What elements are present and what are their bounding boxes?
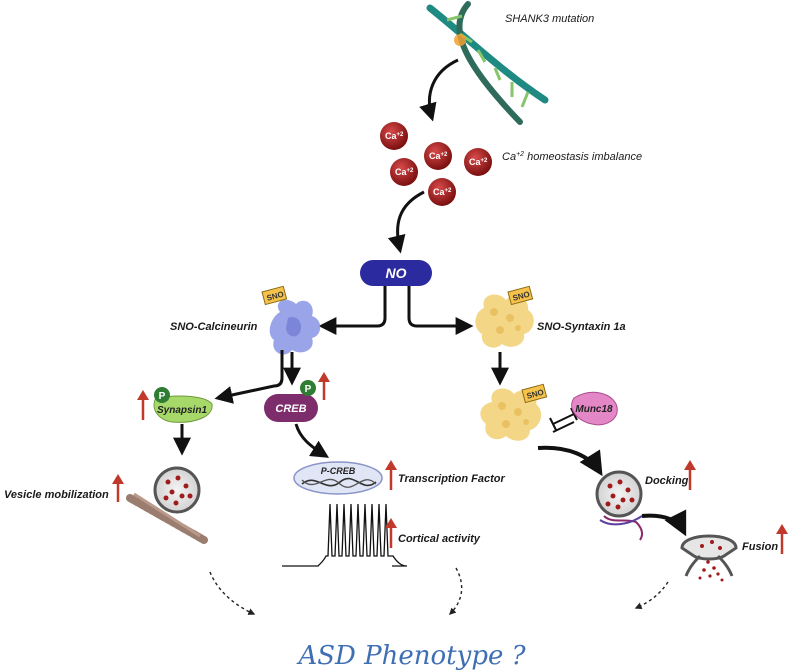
sno-tag-syntaxin: SNO — [507, 285, 534, 306]
svg-text:SNO: SNO — [526, 388, 545, 401]
cortical-spike-trace — [282, 503, 408, 567]
increase-arrow-icon — [112, 474, 124, 502]
vesicle-mobilization-label: Vesicle mobilization — [4, 489, 109, 501]
calcium-ion-icon: Ca+2 — [464, 148, 492, 176]
calcium-ion-icon: Ca+2 — [428, 178, 456, 206]
arrow-calcineurin-to-synapsin — [214, 350, 284, 404]
svg-text:Ca+2: Ca+2 — [429, 151, 448, 161]
pcreb-icon: P-CREB — [293, 461, 383, 495]
arrow-complex-to-docking — [537, 445, 603, 477]
cortical-activity-label: Cortical activity — [398, 533, 481, 545]
sno-tag-calcineurin: SNO — [261, 285, 288, 306]
phospho-tag-synapsin: P — [154, 387, 170, 403]
pcreb-label: P-CREB — [321, 466, 356, 476]
increase-arrow-icon — [385, 518, 397, 548]
actin-filament-icon — [126, 492, 208, 544]
munc18-label: Munc18 — [575, 404, 613, 415]
synapsin-protein: Synapsin1 — [153, 395, 213, 423]
svg-text:SNO: SNO — [266, 290, 285, 303]
vesicle-icon — [153, 466, 201, 514]
fusion-label: Fusion — [742, 541, 778, 553]
transcription-factor-label: Transcription Factor — [398, 473, 505, 485]
dashed-arrow-center — [449, 567, 463, 615]
svg-text:Ca+2: Ca+2 — [469, 157, 488, 167]
calcium-ion-icon: Ca+2 — [380, 122, 408, 150]
increase-arrow-icon — [684, 460, 696, 490]
calcineurin-protein-icon — [269, 299, 321, 355]
arrow-docking-to-fusion — [641, 509, 687, 537]
syntaxin-protein-icon — [475, 294, 534, 348]
arrow-no-to-calcineurin — [318, 286, 387, 335]
calcium-ions: Ca+2 Ca+2 Ca+2 Ca+2 Ca+2 — [380, 122, 492, 206]
increase-arrow-icon — [318, 372, 330, 400]
increase-arrow-icon — [385, 460, 397, 490]
dashed-arrow-left — [209, 571, 256, 615]
calcium-ion-icon: Ca+2 — [390, 158, 418, 186]
svg-text:P: P — [305, 384, 312, 395]
creb-label: CREB — [275, 403, 306, 415]
phospho-tag-creb: P — [300, 380, 316, 396]
no-label: NO — [386, 265, 407, 281]
asd-phenotype-title: ASD Phenotype ? — [296, 641, 526, 671]
arrow-dna-to-ca — [419, 58, 459, 122]
shank3-label: SHANK3 mutation — [505, 13, 594, 25]
increase-arrow-icon — [776, 524, 788, 554]
sno-calcineurin-label: SNO-Calcineurin — [170, 321, 258, 333]
sno-syntaxin-label: SNO-Syntaxin 1a — [537, 321, 626, 333]
synapsin-label: Synapsin1 — [157, 405, 207, 416]
fusion-vesicle-icon — [680, 534, 738, 582]
sno-tag-syntaxin-complex: SNO — [521, 383, 548, 404]
dna-helix-icon — [426, 1, 549, 125]
svg-text:Ca+2: Ca+2 — [385, 131, 404, 141]
docking-vesicle-icon — [595, 470, 644, 541]
svg-text:Ca+2: Ca+2 — [433, 187, 452, 197]
arrow-ca-to-no — [387, 190, 425, 254]
arrow-no-to-syntaxin — [407, 286, 474, 335]
munc18-protein: Munc18 — [571, 391, 618, 426]
svg-text:SNO: SNO — [512, 290, 531, 303]
svg-text:Ca+2: Ca+2 — [395, 167, 414, 177]
svg-text:P: P — [159, 391, 166, 402]
ca-imbalance-label: Ca+2 homeostasis imbalance — [502, 151, 642, 163]
dashed-arrow-right — [634, 581, 669, 610]
docking-label: Docking — [645, 475, 689, 487]
no-molecule: NO — [360, 260, 432, 286]
increase-arrow-icon — [137, 390, 149, 420]
arrow-creb-to-pcreb — [294, 423, 330, 458]
calcium-ion-icon: Ca+2 — [424, 142, 452, 170]
creb-protein: CREB — [264, 394, 318, 422]
